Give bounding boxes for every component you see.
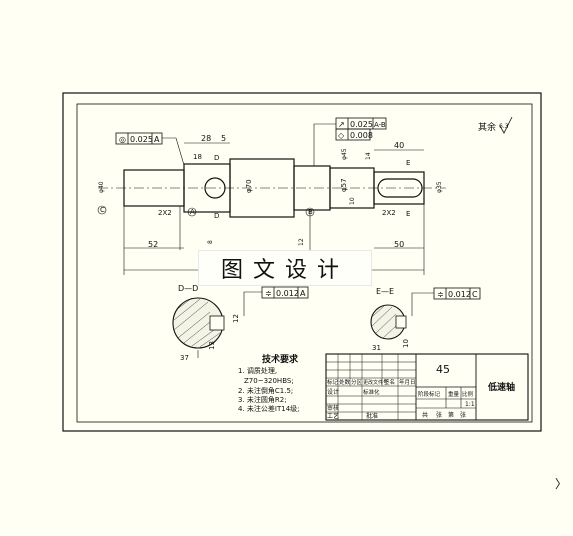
section-e-view: E—E 31 10 ≑ 0.012 C (370, 287, 481, 352)
section-d-tol-datum: A (300, 289, 306, 298)
section-d-tol-value: 0.012 (276, 289, 299, 298)
tech-title: 技术要求 (262, 353, 299, 365)
tol-mid-value-1: 0.025 (350, 120, 373, 129)
title-scale: 1:1 (465, 401, 475, 408)
dim-10: 10 (349, 197, 356, 205)
section-d-tol-symbol: ≑ (265, 289, 272, 298)
section-d-dim-13: 13 (208, 341, 216, 350)
tech-item-4: 3. 未注圆角R2; (238, 395, 287, 404)
roughness-value: 6.3 (499, 123, 509, 130)
title-col-1: 标记 (327, 378, 339, 386)
section-d-dim-bottom: 37 (180, 354, 189, 362)
dim-52: 52 (148, 240, 158, 249)
inner-frame (76, 103, 533, 423)
dim-2x2-right: 2X2 (382, 209, 396, 217)
tol-left-symbol: ◎ (119, 135, 126, 144)
title-sheet-3: 第 (448, 411, 454, 419)
outer-frame (62, 92, 542, 432)
tech-item-1: 1. 调质处理, (238, 366, 277, 375)
title-row-process: 工艺 (327, 412, 339, 420)
mark-e-top: E (406, 159, 410, 167)
mark-e-bot: E (406, 210, 410, 218)
section-e-tol-datum: C (472, 290, 478, 299)
dim-12: 12 (298, 238, 305, 246)
tol-mid-symbol-1: ↗ (338, 120, 345, 129)
section-d-dim-side: 12 (232, 314, 240, 323)
dim-50: 50 (394, 240, 404, 249)
section-e-dim-side: 10 (402, 339, 410, 348)
tol-mid-datum-1: A-B (374, 121, 386, 129)
title-stage: 阶段标记 (418, 390, 441, 398)
section-e-tol-value: 0.012 (448, 290, 471, 299)
mark-d-top: D (214, 154, 219, 162)
dim-phi70: φ70 (245, 179, 253, 193)
tol-left-value: 0.025 (130, 135, 153, 144)
title-sheet-2: 张 (436, 411, 442, 419)
dim-right-dia: φ35 (436, 181, 443, 193)
roughness-symbol (499, 116, 513, 134)
title-row-design: 设计 (327, 388, 339, 396)
tech-requirements: 技术要求 1. 调质处理, Z70~320HBS; 2. 未注倒角C1.5; 3… (238, 353, 300, 413)
corner-mark: 〉 (555, 477, 567, 491)
dim-8: 8 (207, 240, 214, 244)
title-material: 45 (436, 363, 450, 376)
title-sheet-1: 共 (422, 411, 428, 419)
section-e-label: E—E (376, 287, 394, 296)
section-e-tol-symbol: ≑ (437, 290, 444, 299)
dim-2x2-left: 2X2 (158, 209, 172, 217)
datum-circle-b (305, 207, 315, 217)
section-d-view: D—D 37 13 12 ≑ 0.012 A (172, 284, 309, 362)
datum-circle-c (97, 205, 107, 215)
tech-item-5: 4. 未注公差IT14级; (238, 404, 300, 413)
title-block (325, 353, 529, 421)
tol-left-datum: A (154, 135, 160, 144)
dim-28: 28 (201, 134, 211, 143)
dim-top-left: φ45 (341, 148, 348, 160)
title-weight: 重量 (448, 390, 460, 398)
tol-mid-value-2: 0.008 (350, 131, 373, 140)
section-d-label: D—D (178, 284, 198, 293)
section-e-dim-bottom: 31 (372, 344, 381, 352)
title-sheet-4: 张 (460, 411, 466, 419)
dim-18: 18 (193, 153, 202, 161)
mark-a: A (190, 208, 195, 216)
mark-c: C (100, 206, 105, 214)
tech-item-2: Z70~320HBS; (244, 377, 294, 385)
dim-5: 5 (221, 134, 226, 143)
tech-item-3: 2. 未注倒角C1.5; (238, 386, 293, 395)
dim-14: 14 (365, 152, 372, 160)
dim-40: 40 (394, 141, 404, 150)
title-ratio: 比例 (462, 390, 474, 398)
title-row-review: 审核 (327, 404, 339, 412)
roughness-note: 其余 (478, 121, 496, 133)
title-col-3: 分区 (351, 378, 363, 386)
dim-phi57: φ57 (340, 178, 348, 192)
mark-d-bot: D (214, 212, 219, 220)
title-part-name: 低速轴 (487, 381, 515, 393)
datum-circle-a (187, 207, 197, 217)
tol-mid-symbol-2: ◇ (338, 131, 345, 140)
watermark-label: 图文设计 (198, 250, 372, 286)
title-col-4: 更改文件号 (363, 379, 388, 386)
tolerance-frame-left: ◎ 0.025 A (115, 132, 185, 166)
shaft-details (123, 164, 425, 212)
title-std: 标准化 (363, 388, 380, 396)
title-col-5: 签名 (384, 378, 395, 386)
dim-left-dia: φ40 (98, 181, 105, 193)
tolerance-frame-mid: ↗ 0.025 A-B ◇ 0.008 (313, 117, 387, 166)
title-col-2: 处数 (339, 378, 351, 386)
mark-b: B (308, 208, 313, 216)
title-approve: 批准 (366, 412, 378, 420)
title-col-6: 年月日 (399, 378, 416, 386)
